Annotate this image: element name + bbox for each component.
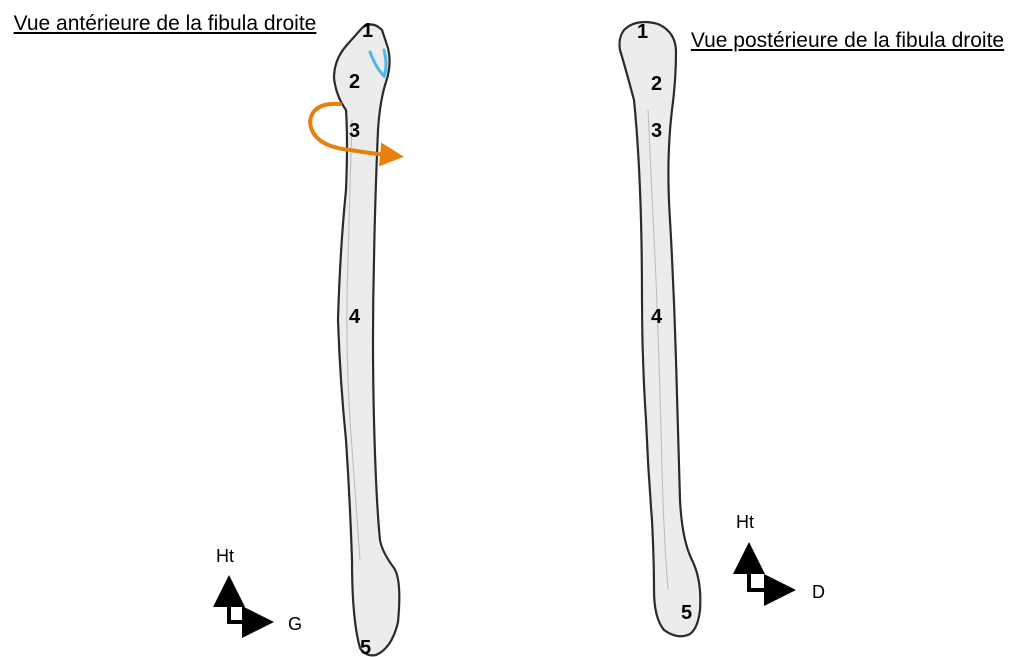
right-label-5: 5 bbox=[681, 602, 692, 624]
right-up-label: Ht bbox=[736, 512, 754, 532]
right-orientation-axes: Ht D bbox=[736, 512, 825, 602]
left-up-label: Ht bbox=[216, 546, 234, 566]
right-label-3: 3 bbox=[651, 120, 662, 142]
left-side-label: G bbox=[288, 614, 302, 634]
right-fibula: 1 2 3 4 5 bbox=[620, 21, 701, 636]
left-fibula: 1 2 3 4 5 bbox=[310, 20, 399, 657]
right-side-label: D bbox=[812, 582, 825, 602]
left-orientation-axes: Ht G bbox=[216, 546, 302, 634]
left-label-5: 5 bbox=[360, 637, 371, 657]
left-label-1: 1 bbox=[362, 20, 373, 42]
right-label-1: 1 bbox=[637, 21, 648, 43]
left-label-4: 4 bbox=[349, 306, 361, 328]
right-label-4: 4 bbox=[651, 306, 663, 328]
left-label-3: 3 bbox=[349, 120, 360, 142]
right-fibula-bone bbox=[620, 22, 701, 636]
left-fibula-bone bbox=[334, 24, 399, 655]
left-label-2: 2 bbox=[349, 71, 360, 93]
right-label-2: 2 bbox=[651, 73, 662, 95]
